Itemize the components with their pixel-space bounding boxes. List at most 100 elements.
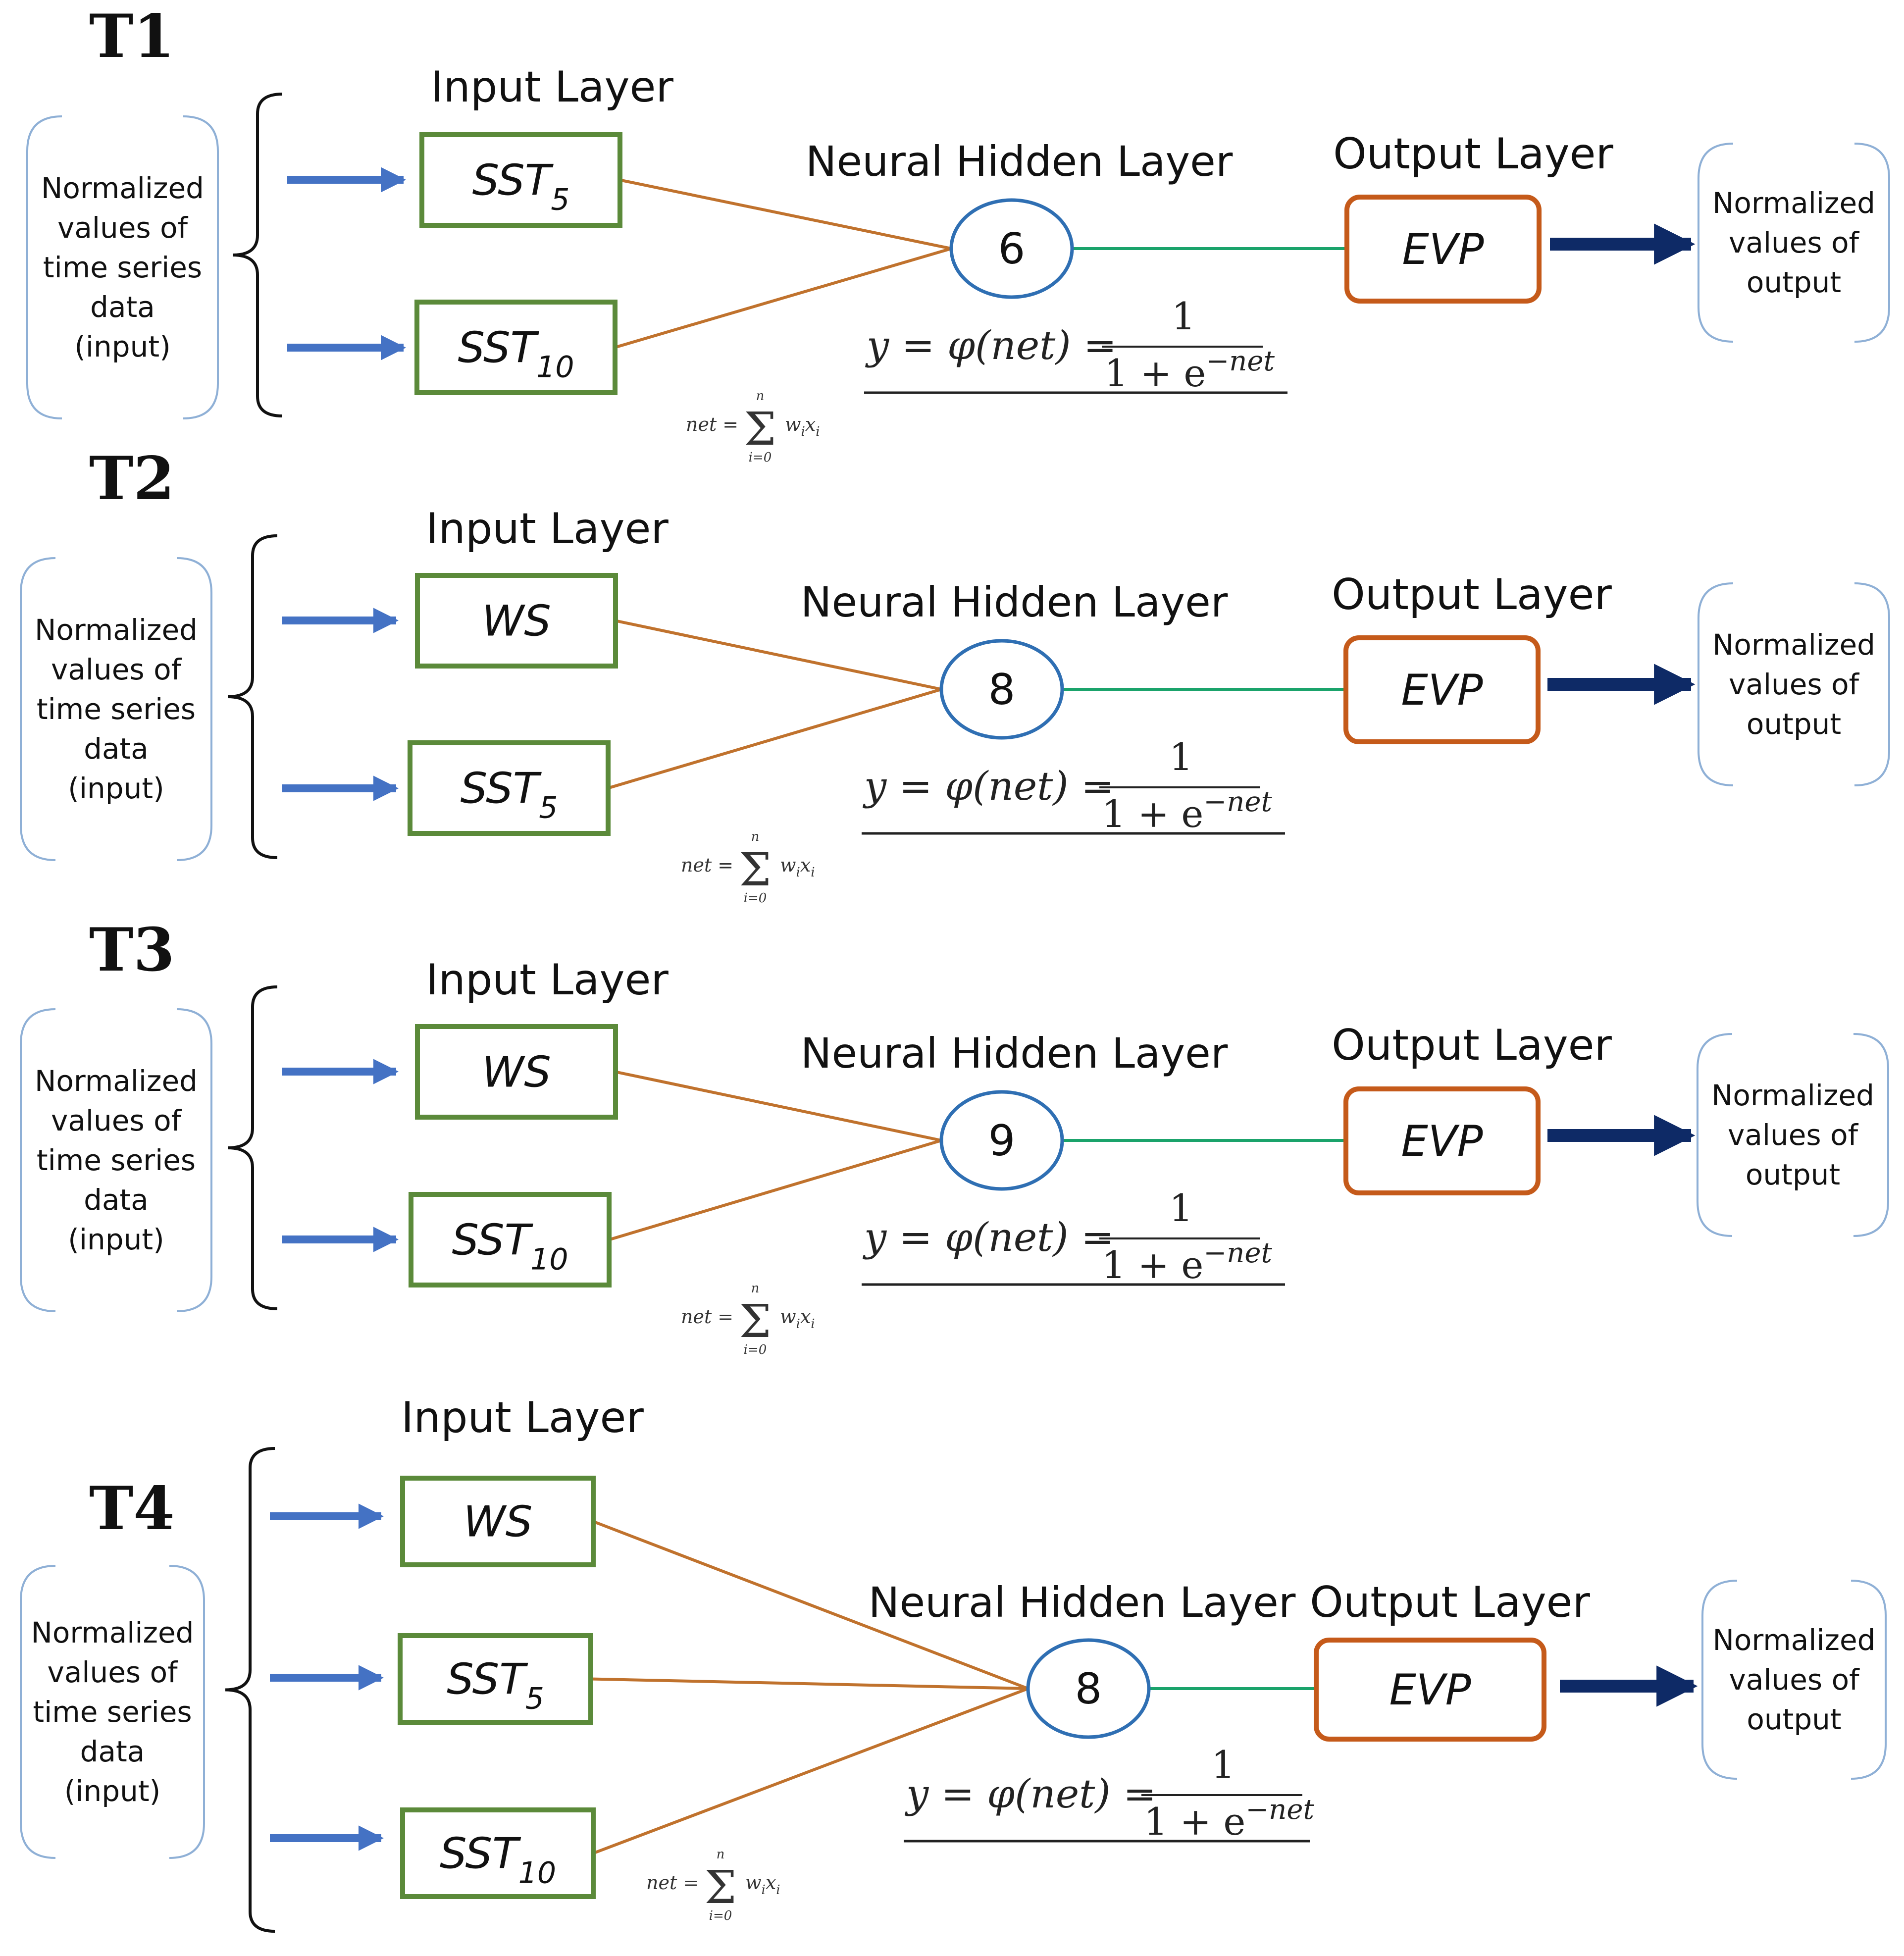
activation-denominator: 1 + e−net bbox=[1102, 786, 1272, 836]
net-term-w-sub: i bbox=[762, 1883, 766, 1898]
output-description-line: output bbox=[1747, 707, 1841, 741]
net-sum-lower: i=0 bbox=[744, 891, 767, 906]
input-node-label: SST10 bbox=[452, 1216, 568, 1277]
input-description-right-bracket bbox=[176, 1008, 212, 1312]
net-term-w: w bbox=[780, 1306, 796, 1328]
input-node-box bbox=[415, 573, 618, 669]
input-description-line: time series bbox=[37, 1143, 196, 1177]
input-node-subscript: 10 bbox=[518, 1856, 556, 1891]
output-description-line: Normalized bbox=[1712, 186, 1875, 220]
output-layer-label: Output Layer bbox=[1332, 570, 1612, 619]
net-lhs: net = bbox=[686, 413, 738, 435]
hidden-layer-label: Neural Hidden Layer bbox=[801, 578, 1228, 626]
output-layer-label: Output Layer bbox=[1332, 1021, 1612, 1070]
input-description-left-bracket bbox=[26, 115, 62, 419]
input-curly-brace bbox=[227, 534, 278, 859]
input-node-box bbox=[409, 1192, 612, 1287]
net-term-x: x bbox=[805, 413, 816, 435]
input-node-subscript: 10 bbox=[530, 1242, 568, 1277]
input-description-right-bracket bbox=[169, 1565, 205, 1859]
net-sum-lower: i=0 bbox=[749, 450, 772, 465]
input-node-label: WS bbox=[482, 597, 551, 646]
output-node-box bbox=[1344, 195, 1542, 304]
input-description-line: (input) bbox=[74, 330, 170, 363]
net-term-w-sub: i bbox=[796, 1317, 800, 1332]
input-description-right-bracket bbox=[183, 115, 219, 419]
input-to-hidden-connection bbox=[592, 1687, 1029, 1855]
net-sum-upper: n bbox=[751, 1281, 760, 1296]
net-sum-upper: n bbox=[751, 829, 760, 844]
hidden-layer-label: Neural Hidden Layer bbox=[806, 137, 1233, 186]
input-description-line: (input) bbox=[68, 772, 164, 805]
net-term-x: x bbox=[800, 854, 811, 876]
hidden-neuron-circle bbox=[1026, 1638, 1151, 1739]
output-node-label: EVP bbox=[1401, 1117, 1483, 1166]
input-to-hidden-connection bbox=[590, 1677, 1029, 1690]
input-to-hidden-connection bbox=[615, 619, 942, 691]
activation-lhs: y = φ(net) = bbox=[863, 1214, 1114, 1260]
input-node-label: SST10 bbox=[440, 1829, 556, 1891]
net-term: wixi bbox=[780, 854, 815, 880]
input-node-box bbox=[415, 1024, 618, 1120]
input-node-name: SST bbox=[472, 156, 554, 206]
denominator-base: 1 + e bbox=[1144, 1800, 1245, 1844]
activation-numerator: 1 bbox=[1169, 735, 1193, 779]
net-lhs: net = bbox=[681, 1306, 733, 1328]
input-node-name: SST bbox=[440, 1829, 521, 1879]
output-description-right-bracket bbox=[1853, 1033, 1889, 1237]
net-term-x-sub: i bbox=[811, 1317, 815, 1332]
net-term-x-sub: i bbox=[811, 865, 815, 880]
hidden-layer-label: Neural Hidden Layer bbox=[869, 1578, 1296, 1627]
output-description-right-bracket bbox=[1854, 582, 1890, 786]
input-node-label: WS bbox=[482, 1048, 551, 1097]
output-node-box bbox=[1314, 1638, 1546, 1742]
output-description-left-bracket bbox=[1697, 1033, 1733, 1237]
input-node-box bbox=[400, 1807, 596, 1899]
input-layer-label: Input Layer bbox=[426, 504, 669, 554]
hidden-neuron-count: 6 bbox=[998, 224, 1026, 274]
input-layer-label: Input Layer bbox=[401, 1393, 644, 1442]
denominator-base: 1 + e bbox=[1104, 351, 1206, 395]
input-description-line: Normalized bbox=[35, 1064, 198, 1098]
input-to-hidden-connection bbox=[608, 688, 942, 790]
activation-denominator: 1 + e−net bbox=[1104, 345, 1275, 395]
output-node-box bbox=[1343, 635, 1541, 744]
net-lhs: net = bbox=[646, 1872, 699, 1894]
input-node-name: SST bbox=[461, 764, 542, 814]
activation-lhs: y = φ(net) = bbox=[865, 322, 1117, 368]
output-description-line: values of bbox=[1729, 1663, 1860, 1697]
input-curly-brace bbox=[227, 985, 278, 1310]
input-node-name: WS bbox=[482, 597, 551, 646]
hidden-neuron-circle bbox=[949, 198, 1074, 299]
input-to-hidden-connection bbox=[609, 1139, 942, 1241]
net-term-w-sub: i bbox=[801, 424, 805, 439]
input-description-right-bracket bbox=[176, 557, 212, 861]
output-layer-label: Output Layer bbox=[1310, 1578, 1590, 1627]
output-description-left-bracket bbox=[1701, 1580, 1738, 1780]
input-node-subscript: 5 bbox=[525, 1682, 544, 1716]
input-node-label: SST10 bbox=[458, 323, 574, 385]
activation-denominator: 1 + e−net bbox=[1102, 1237, 1272, 1287]
output-node-box bbox=[1343, 1086, 1541, 1195]
input-description-line: (input) bbox=[68, 1223, 164, 1256]
output-description-right-bracket bbox=[1854, 143, 1890, 343]
output-description-line: Normalized bbox=[1711, 1079, 1874, 1112]
input-node-label: SST5 bbox=[472, 156, 570, 217]
input-description-left-bracket bbox=[20, 557, 56, 861]
hidden-neuron-count: 9 bbox=[988, 1116, 1016, 1166]
net-sum-lower: i=0 bbox=[744, 1342, 767, 1357]
output-description-line: output bbox=[1747, 1702, 1841, 1736]
output-description-left-bracket bbox=[1698, 143, 1734, 343]
net-term-x-sub: i bbox=[816, 424, 820, 439]
input-description-line: data bbox=[90, 290, 155, 324]
output-description-line: output bbox=[1746, 1158, 1840, 1191]
input-layer-label: Input Layer bbox=[426, 955, 669, 1005]
panel-title: T1 bbox=[89, 1, 175, 71]
output-description-line: values of bbox=[1729, 226, 1860, 259]
sigma-symbol: Σ bbox=[744, 403, 776, 456]
output-description-line: values of bbox=[1728, 1118, 1859, 1152]
sigma-symbol: Σ bbox=[739, 843, 771, 896]
